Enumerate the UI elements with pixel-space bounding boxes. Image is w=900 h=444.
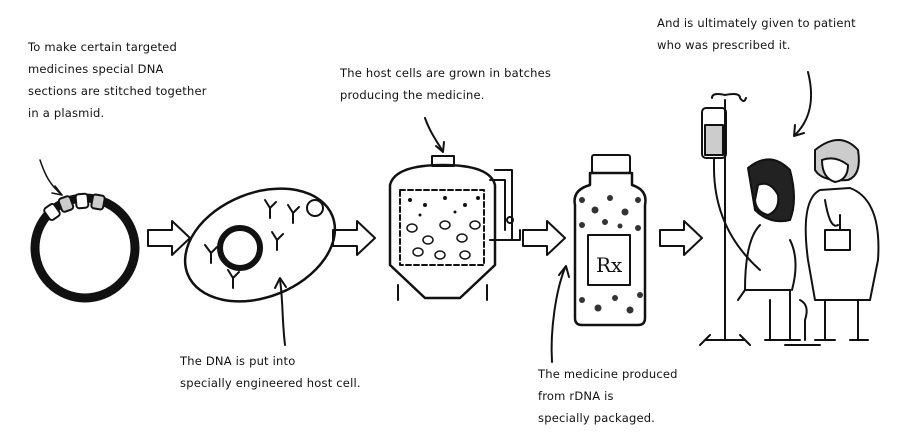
bioreactor-caption: The host cells are grown in batches prod…: [340, 66, 552, 102]
arrow-right-icon: [332, 220, 376, 256]
plasmid-caption: To make certain targeted medicines speci…: [28, 40, 207, 120]
arrow-right-icon: [147, 220, 191, 256]
medicine-bottle-icon: [550, 154, 647, 363]
bioreactor-icon: [388, 117, 521, 301]
host-cell-icon: [183, 187, 337, 346]
bottle-label: Rx: [596, 253, 623, 277]
plasmid-icon: [30, 159, 140, 303]
packaging-caption: The medicine produced from rDNA is speci…: [538, 367, 678, 425]
host-cell-caption: The DNA is put into specially engineered…: [180, 354, 361, 390]
patient-caption: And is ultimately given to patient who w…: [657, 16, 856, 52]
patient-and-doctor-icon: [699, 71, 880, 346]
arrow-right-icon: [659, 220, 703, 256]
arrow-right-icon: [522, 220, 566, 256]
